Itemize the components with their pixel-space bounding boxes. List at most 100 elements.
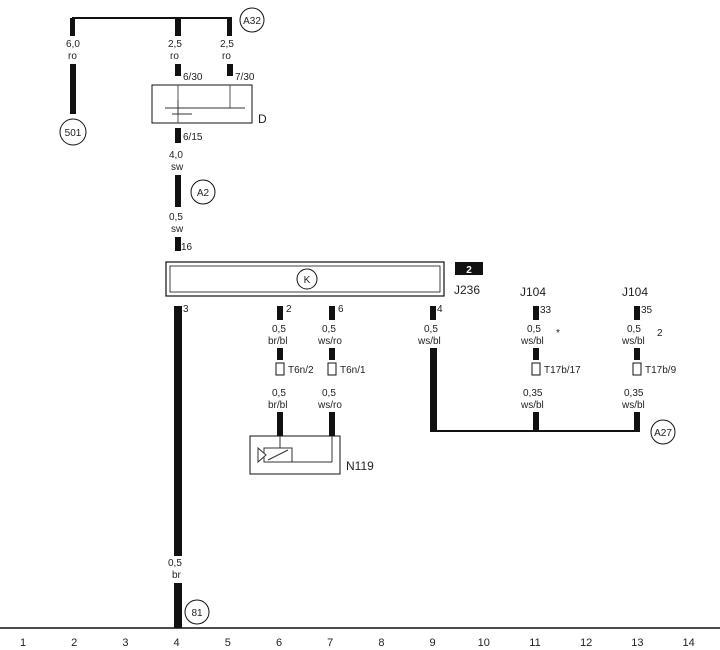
valve-arrow-icon xyxy=(257,446,267,464)
component-j236: K xyxy=(165,261,445,297)
wire-6a-top xyxy=(277,306,283,320)
connector-t6n2-label: T6n/2 xyxy=(288,365,314,376)
column-number-6: 6 xyxy=(276,637,282,649)
wire-11b-size: 0,35 xyxy=(523,388,543,399)
wire-13a-size: 0,5 xyxy=(627,324,641,335)
wire-4c-size: 0,5 xyxy=(169,212,183,223)
column-number-9: 9 xyxy=(430,637,436,649)
wire-7b-size: 0,5 xyxy=(322,388,336,399)
valve-coil-diagonal xyxy=(267,449,289,461)
wire-9a-top xyxy=(430,306,436,320)
k-warning-lamp-label: K xyxy=(304,275,311,286)
wire-7a-size: 0,5 xyxy=(322,324,336,335)
connector-t6n1 xyxy=(327,362,337,376)
star2-note: 2 xyxy=(657,328,663,339)
ref-a32-circle xyxy=(239,7,265,33)
wire-13a-bottom xyxy=(634,348,640,360)
wire-4d-top xyxy=(174,306,182,556)
ref-a27-label: A27 xyxy=(654,428,672,439)
wire-6b-bottom xyxy=(277,412,283,436)
wire-4a-color: ro xyxy=(170,51,179,62)
wire-501-top xyxy=(70,18,75,36)
wire-4a-top xyxy=(175,18,181,36)
wire-501-color: ro xyxy=(68,51,77,62)
column-number-5: 5 xyxy=(225,637,231,649)
wire-13b-color: ws/bl xyxy=(621,400,645,411)
wire-4c-bottom xyxy=(175,237,181,251)
j104-pin-33: 33 xyxy=(540,305,552,316)
wire-9a-size: 0,5 xyxy=(424,324,438,335)
column-number-1: 1 xyxy=(20,637,26,649)
connector-t17b17-label: T17b/17 xyxy=(544,365,581,376)
component-n119 xyxy=(249,435,341,475)
pin-7-30: 7/30 xyxy=(235,72,255,83)
ref-81-circle xyxy=(184,599,210,625)
pin-6-15: 6/15 xyxy=(183,132,203,143)
badge-2 xyxy=(455,262,483,275)
wire-13b-size: 0,35 xyxy=(624,388,644,399)
connector-t6n2 xyxy=(275,362,285,376)
wire-11a-size: 0,5 xyxy=(527,324,541,335)
component-d-box xyxy=(151,84,253,124)
column-number-3: 3 xyxy=(122,637,128,649)
wire-501-bottom xyxy=(70,64,76,114)
ref-a32-label: A32 xyxy=(243,16,261,27)
wire-5a-size: 2,5 xyxy=(220,39,234,50)
ref-a2-label: A2 xyxy=(197,188,210,199)
column-number-11: 11 xyxy=(529,637,540,649)
connector-t17b9-label: T17b/9 xyxy=(645,365,677,376)
ref-501-circle xyxy=(59,118,87,146)
column-number-8: 8 xyxy=(378,637,384,649)
wire-9a-bottom xyxy=(430,348,437,432)
column-number-10: 10 xyxy=(478,637,490,649)
column-number-13: 13 xyxy=(631,637,643,649)
wire-13a-color: ws/bl xyxy=(621,336,645,347)
column-number-14: 14 xyxy=(682,637,694,649)
wire-13b-bottom xyxy=(634,412,640,432)
ref-a27-circle xyxy=(650,419,676,445)
wire-11a-color: ws/bl xyxy=(520,336,544,347)
wire-501-size: 6,0 xyxy=(66,39,80,50)
wire-7b-color: ws/ro xyxy=(317,400,342,411)
wire-11a-bottom xyxy=(533,348,539,360)
wire-4d-size: 0,5 xyxy=(168,558,182,569)
wire-5a-top xyxy=(227,18,232,36)
wire-4b-size: 4,0 xyxy=(169,150,183,161)
wire-9a-color: ws/bl xyxy=(417,336,441,347)
wire-11a-top xyxy=(533,306,539,320)
component-d-label: D xyxy=(258,112,267,126)
wire-11b-bottom xyxy=(533,412,539,432)
k-warning-lamp-icon xyxy=(296,268,318,290)
pin-6-30: 6/30 xyxy=(183,72,203,83)
wire-4b-top xyxy=(175,128,181,143)
wire-4c-color: sw xyxy=(171,224,184,235)
wire-6a-bottom xyxy=(277,348,283,360)
pin-16: 16 xyxy=(181,242,193,253)
wire-6a-size: 0,5 xyxy=(272,324,286,335)
connector-t17b9 xyxy=(632,362,642,376)
badge-2-label: 2 xyxy=(466,265,472,276)
wire-7a-top xyxy=(329,306,335,320)
ref-501-label: 501 xyxy=(65,128,82,139)
wire-13a-top xyxy=(634,306,640,320)
wire-7a-bottom xyxy=(329,348,335,360)
wire-4d-color: br xyxy=(172,570,182,581)
star-note: * xyxy=(556,328,560,339)
component-n119-label: N119 xyxy=(346,459,374,473)
j236-pin-2: 2 xyxy=(286,304,292,315)
wire-4a-size: 2,5 xyxy=(168,39,182,50)
component-j104-b-label: J104 xyxy=(622,285,648,299)
wire-6b-size: 0,5 xyxy=(272,388,286,399)
connector-t6n1-label: T6n/1 xyxy=(340,365,366,376)
wire-4a-bottom xyxy=(175,64,181,76)
component-j104-a-label: J104 xyxy=(520,285,546,299)
ref-81-label: 81 xyxy=(191,608,203,619)
component-j236-label: J236 xyxy=(454,283,480,297)
ref-a2-circle xyxy=(190,179,216,205)
j236-pin-4: 4 xyxy=(437,304,443,315)
wire-11b-color: ws/bl xyxy=(520,400,544,411)
wire-5a-color: ro xyxy=(222,51,231,62)
component-d xyxy=(151,84,253,124)
